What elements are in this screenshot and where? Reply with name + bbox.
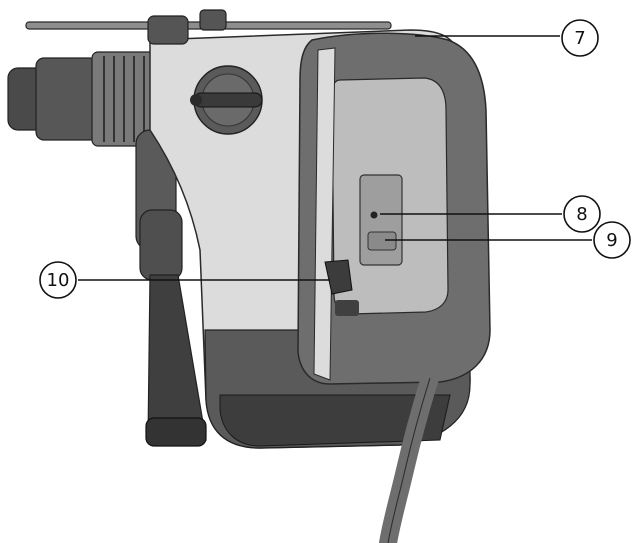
callout-8: 8: [563, 195, 601, 233]
callout-9-label: 9: [606, 230, 617, 251]
callout-10: 10: [39, 261, 77, 299]
chuck: [7, 51, 159, 147]
callout-9: 9: [593, 221, 631, 259]
callout-10-label: 10: [47, 270, 70, 291]
mode-selector-dial: [190, 65, 263, 135]
callout-leaders: [78, 35, 592, 281]
depth-stop-clamp: [147, 9, 227, 45]
power-cord: [379, 369, 439, 543]
callout-8-label: 8: [576, 204, 587, 225]
side-handle: [135, 129, 207, 447]
lock-button: [324, 259, 359, 316]
callout-7-label: 7: [574, 28, 585, 49]
on-off-switch: [359, 174, 403, 266]
callout-7: 7: [561, 19, 599, 57]
